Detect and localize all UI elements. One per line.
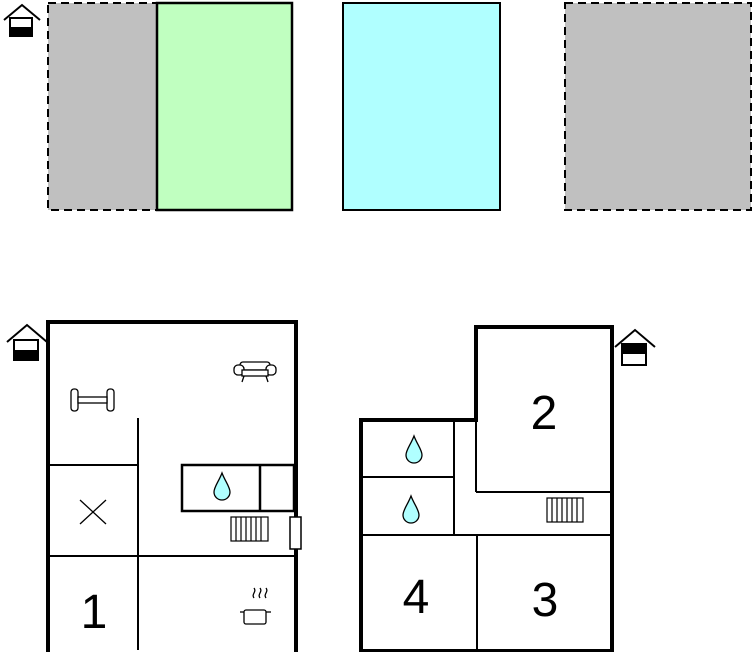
cooking-pot-icon [240,587,271,625]
water-drop-icon [402,494,420,524]
garden-area [155,1,294,212]
house-level-icon-upper-floor [614,328,656,366]
room-label-4: 4 [403,571,430,624]
sofa-icon [233,361,277,383]
water-drop-icon [213,471,231,501]
terrace-right [564,2,752,211]
radiator-icon [546,497,584,523]
room-label-3: 3 [532,574,559,627]
radiator-icon [230,516,269,542]
crossed-bed-icon [79,499,107,525]
dumbbell-icon [70,388,115,412]
water-drop-icon [405,434,423,464]
terrace-left [47,2,159,211]
house-level-icon-ground-floor [6,323,48,361]
house-level-icon-ground [3,3,41,37]
room-label-2: 2 [531,387,558,440]
room-label-1: 1 [81,586,108,639]
upper-floor-plan: 2 3 4 [359,325,656,652]
door-icon [289,516,302,550]
upper-floor-outer-wall [359,325,614,652]
ground-floor-inner-walls [48,418,296,650]
pool-area [342,2,501,211]
upper-floor-inner-walls [361,420,612,651]
ground-floor-plan: 1 [6,320,302,652]
ground-floor-bathroom [180,463,296,513]
outdoor-plan [3,1,752,212]
